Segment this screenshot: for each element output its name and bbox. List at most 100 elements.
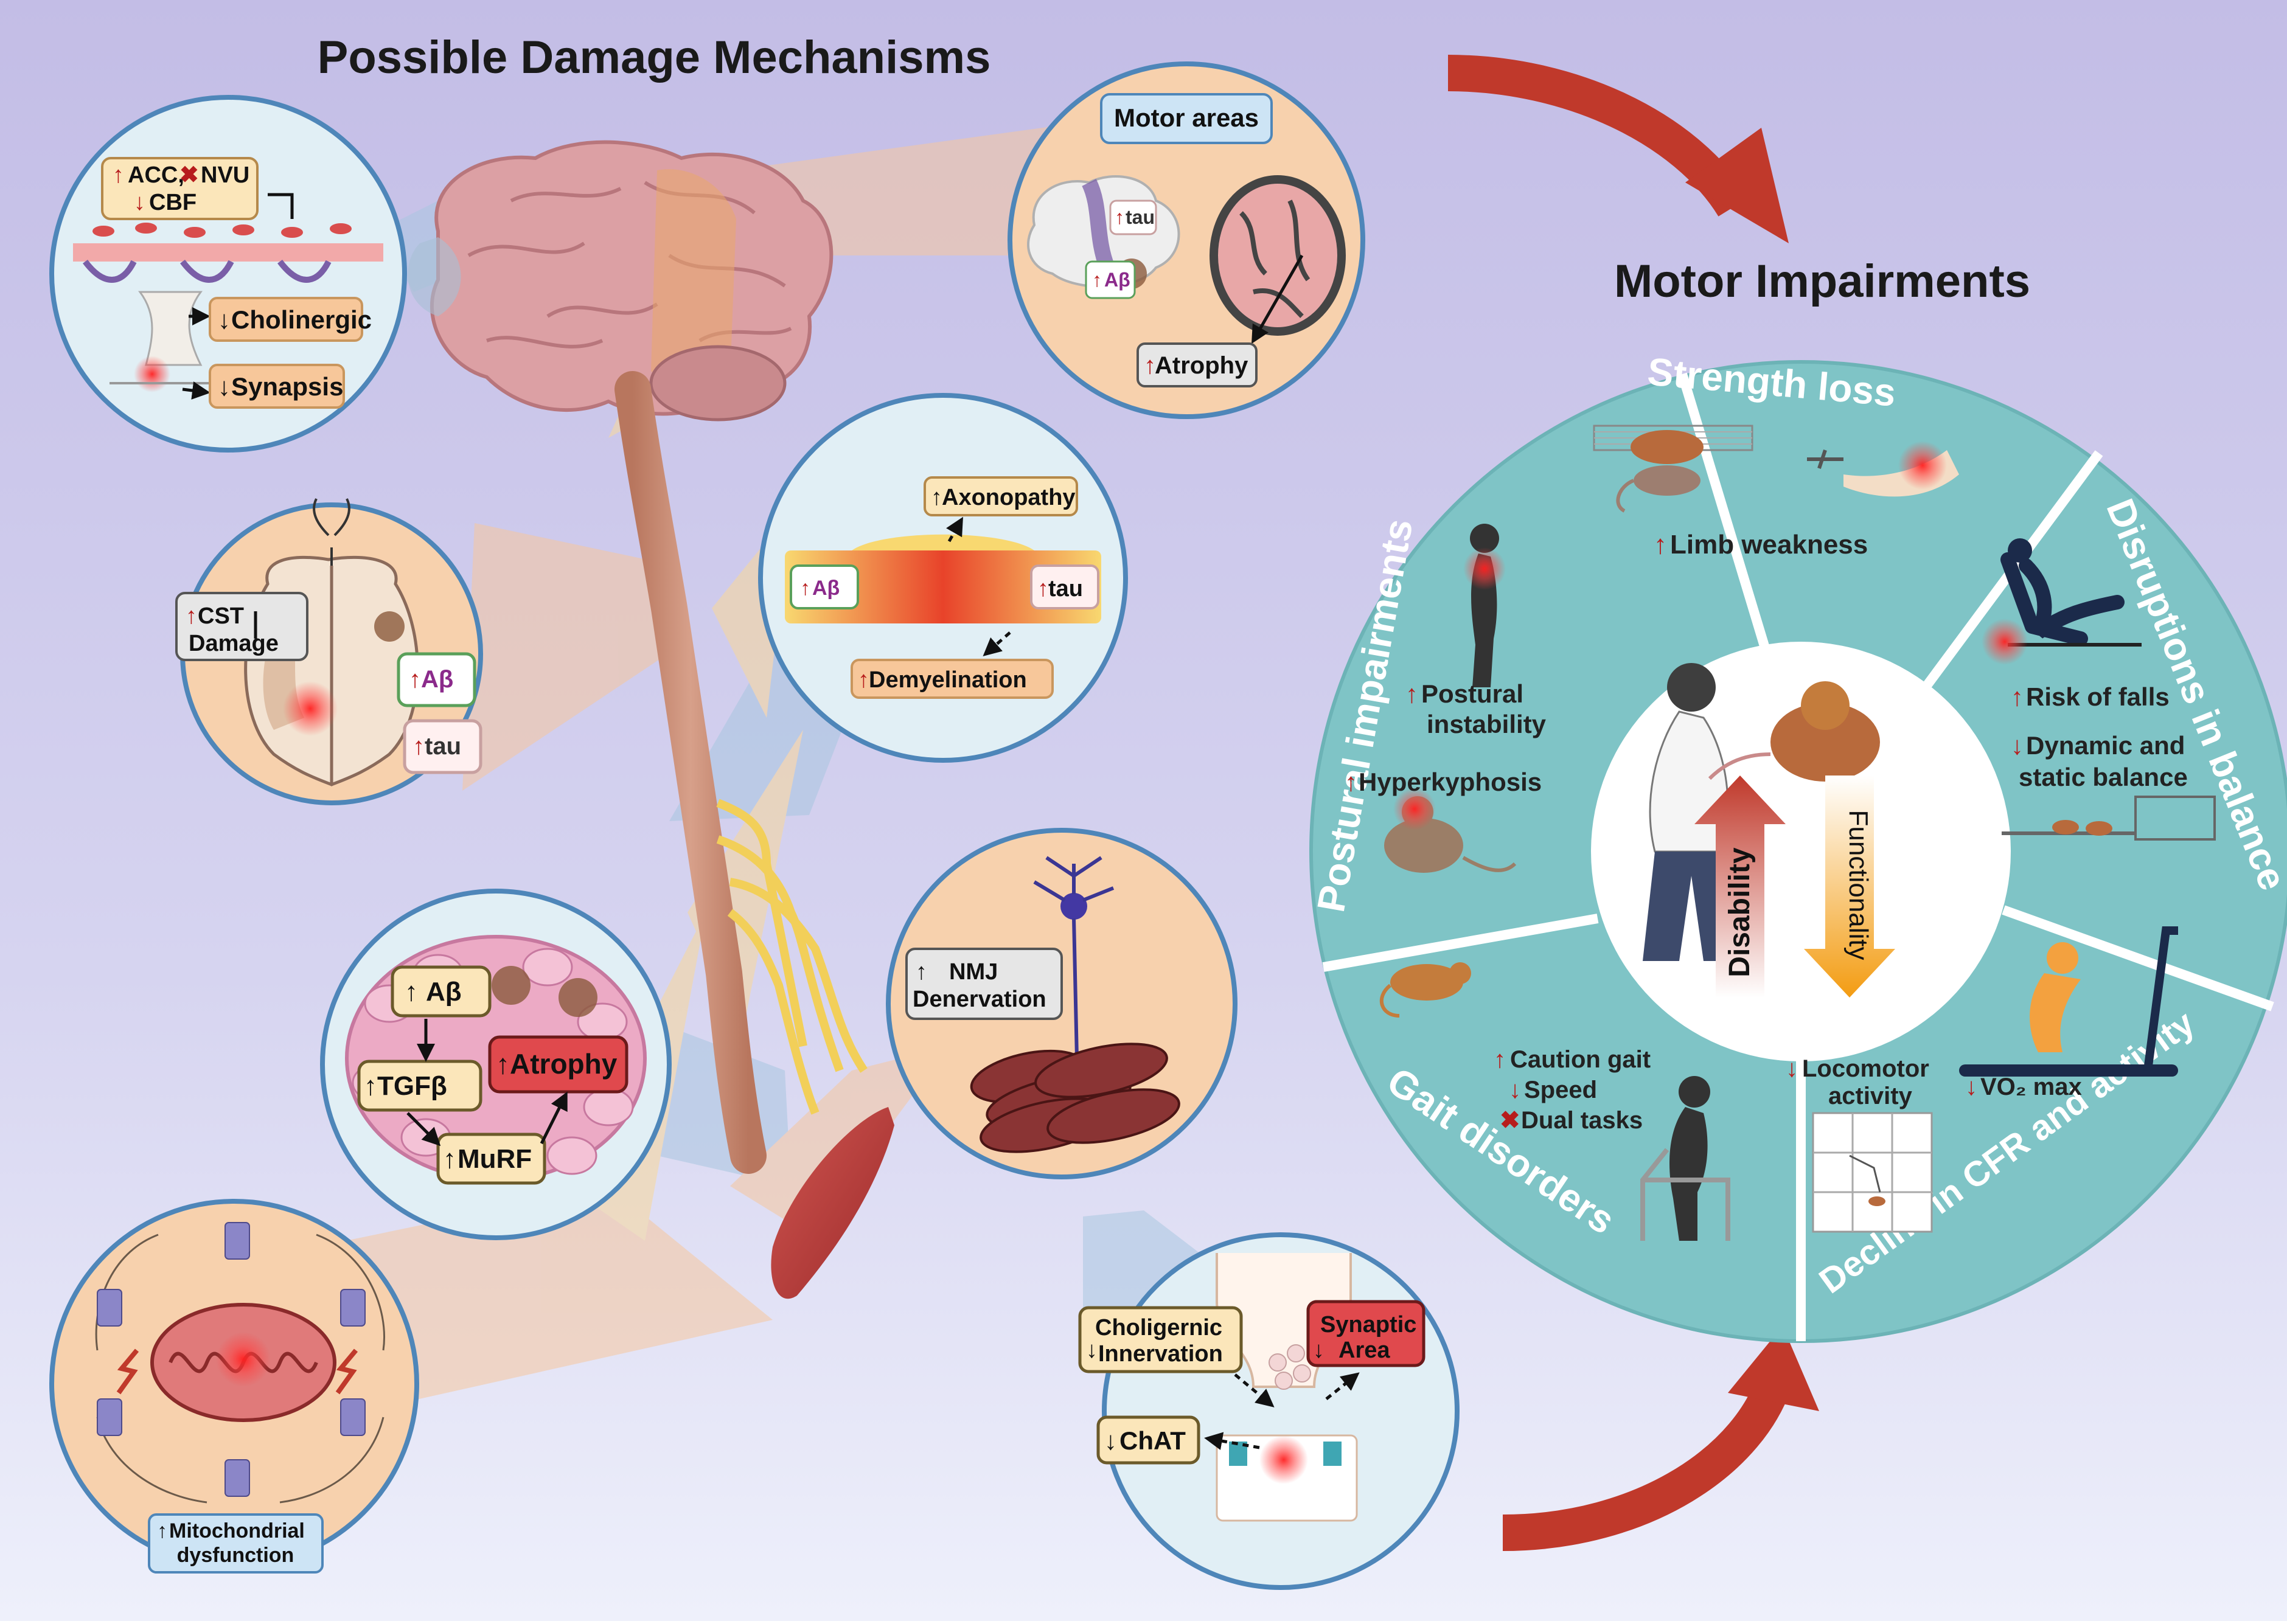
item-dual-tasks: Dual tasks (1521, 1107, 1643, 1134)
svg-text:↑: ↑ (1144, 352, 1156, 379)
muscle-shape (771, 1107, 894, 1299)
svg-text:↑: ↑ (496, 1048, 510, 1080)
motor-tau-label: tau (1126, 206, 1155, 228)
svg-text:↑: ↑ (412, 733, 425, 760)
spinal-damage-label: Damage (189, 631, 279, 656)
svg-text:↓: ↓ (218, 305, 231, 334)
svg-text:↑: ↑ (1345, 768, 1357, 796)
svg-text:✖: ✖ (179, 162, 199, 188)
axon-abeta-label: Aβ (812, 577, 840, 600)
svg-text:↑: ↑ (800, 577, 810, 600)
vascular-synapsis-label: Synapsis (231, 372, 343, 401)
synapse-syn-line1-label: Synaptic (1320, 1312, 1416, 1338)
inset-spinal-cord: ↑ CST Damage ↑ Aβ ↑ tau (175, 498, 483, 805)
svg-text:↑: ↑ (113, 162, 124, 188)
inset-axon: ↑ Aβ ↑ tau ↑ Axonopathy ↑ Demyelination (758, 393, 1128, 763)
svg-text:↑: ↑ (1092, 269, 1102, 291)
muscle-tgfb-label: TGFβ (377, 1071, 447, 1101)
svg-text:↓: ↓ (1086, 1338, 1098, 1363)
svg-text:↓: ↓ (1104, 1426, 1117, 1455)
svg-text:↑: ↑ (931, 485, 942, 510)
vascular-nvu-label: NVU (201, 162, 249, 188)
nmj-line2-label: Denervation (913, 987, 1046, 1012)
motor-areas-label: Motor areas (1114, 103, 1259, 132)
motor-atrophy-label: Atrophy (1155, 352, 1248, 379)
svg-text:↓: ↓ (1509, 1077, 1521, 1103)
center-disability-label: Disability (1724, 847, 1756, 977)
postural-illustration (1384, 524, 1517, 873)
mito-line1-label: Mitochondrial (169, 1519, 305, 1542)
svg-text:↑: ↑ (1654, 530, 1667, 560)
spinal-cord (614, 371, 767, 1174)
muscle-murf-label: MuRF (458, 1144, 532, 1174)
strength-illustration (1593, 425, 1959, 513)
svg-text:↑: ↑ (443, 1144, 456, 1174)
svg-text:↑: ↑ (1405, 679, 1418, 708)
svg-text:↓: ↓ (2011, 731, 2024, 760)
svg-text:↓: ↓ (1313, 1338, 1325, 1363)
arrow-bottom-right-head (1728, 1326, 1819, 1411)
mito-line2-label: dysfunction (177, 1544, 294, 1567)
vascular-cbf-label: CBF (149, 190, 197, 215)
svg-text:✖: ✖ (1500, 1107, 1520, 1134)
svg-text:↑: ↑ (1115, 206, 1124, 228)
center-functionality-label: Functionality (1843, 810, 1873, 960)
inset-vascular: ↑ ACC, ✖ NVU ↓ CBF ↓ Cholinergic ↓ Synap… (49, 95, 407, 453)
synapse-syn-line2-label: Area (1338, 1338, 1390, 1363)
svg-text:↑: ↑ (2011, 682, 2024, 711)
item-hyperkyphosis: Hyperkyphosis (1359, 768, 1542, 796)
axon-tau-label: tau (1048, 576, 1083, 602)
axon-demyelination-label: Demyelination (869, 667, 1027, 693)
item-dynamic-line2: static balance (2019, 763, 2188, 791)
right-title: Motor Impairments (1614, 255, 2030, 307)
brain-illustration (408, 140, 834, 422)
svg-text:↑: ↑ (409, 666, 421, 693)
item-postural-line2: instability (1427, 710, 1547, 738)
spinal-tau-label: tau (425, 733, 461, 760)
synapse-choli-line1-label: Choligernic (1095, 1315, 1222, 1341)
synapse-choli-line2-label: Innervation (1098, 1341, 1223, 1367)
svg-text:↑: ↑ (405, 977, 418, 1007)
inset-nmj: ↑ NMJ Denervation (886, 828, 1237, 1179)
item-postural-line1: Postural (1421, 679, 1523, 708)
item-dynamic-line1: Dynamic and (2026, 731, 2185, 760)
balance-illustration (1982, 538, 2216, 841)
svg-text:↓: ↓ (218, 372, 231, 401)
left-title: Possible Damage Mechanisms (318, 32, 991, 83)
vascular-acc-label: ACC, (128, 162, 184, 188)
functionality-arrow (1804, 776, 1895, 998)
disability-arrow (1694, 776, 1786, 998)
svg-text:↑: ↑ (186, 603, 197, 629)
svg-text:↑: ↑ (1037, 576, 1049, 602)
item-vo2: VO₂ max (1980, 1074, 2082, 1100)
svg-text:↑: ↑ (858, 667, 869, 693)
svg-text:↓: ↓ (1786, 1055, 1798, 1082)
inset-motor-areas: Motor areas ↑ tau ↑ Aβ ↑ Atrophy (1008, 61, 1365, 419)
nmj-line1-label: NMJ (949, 959, 998, 985)
spinal-abeta-label: Aβ (421, 666, 453, 693)
svg-text:↑: ↑ (364, 1071, 377, 1101)
svg-text:↓: ↓ (1965, 1074, 1977, 1100)
synapse-chat-label: ChAT (1119, 1426, 1186, 1455)
spinal-cst-label: CST (198, 603, 244, 629)
item-risk-falls: Risk of falls (2026, 682, 2170, 711)
item-locomotor-line2: activity (1828, 1083, 1913, 1109)
cfr-illustration (1812, 926, 2178, 1233)
arrow-bottom-right (1502, 1369, 1794, 1551)
muscle-atrophy-label: Atrophy (510, 1048, 618, 1080)
arrow-top-right-head (1685, 128, 1789, 243)
svg-text:↓: ↓ (134, 190, 145, 215)
motor-abeta-label: Aβ (1104, 269, 1130, 291)
inset-synapse: ↓ Choligernic Innervation ↓ Synaptic Are… (1078, 1232, 1460, 1590)
svg-text:↑: ↑ (157, 1519, 167, 1542)
inset-mitochondria: ↑ Mitochondrial dysfunction (49, 1199, 419, 1574)
item-caution-gait: Caution gait (1510, 1046, 1651, 1073)
item-speed: Speed (1524, 1077, 1597, 1103)
peripheral-nerves (716, 799, 868, 1115)
axon-axonopathy-label: Axonopathy (942, 485, 1076, 510)
vascular-cholinergic-label: Cholinergic (231, 305, 372, 334)
svg-text:↑: ↑ (1494, 1046, 1506, 1073)
gait-illustration (1379, 962, 1730, 1241)
item-limb-weakness: Limb weakness (1670, 530, 1868, 560)
